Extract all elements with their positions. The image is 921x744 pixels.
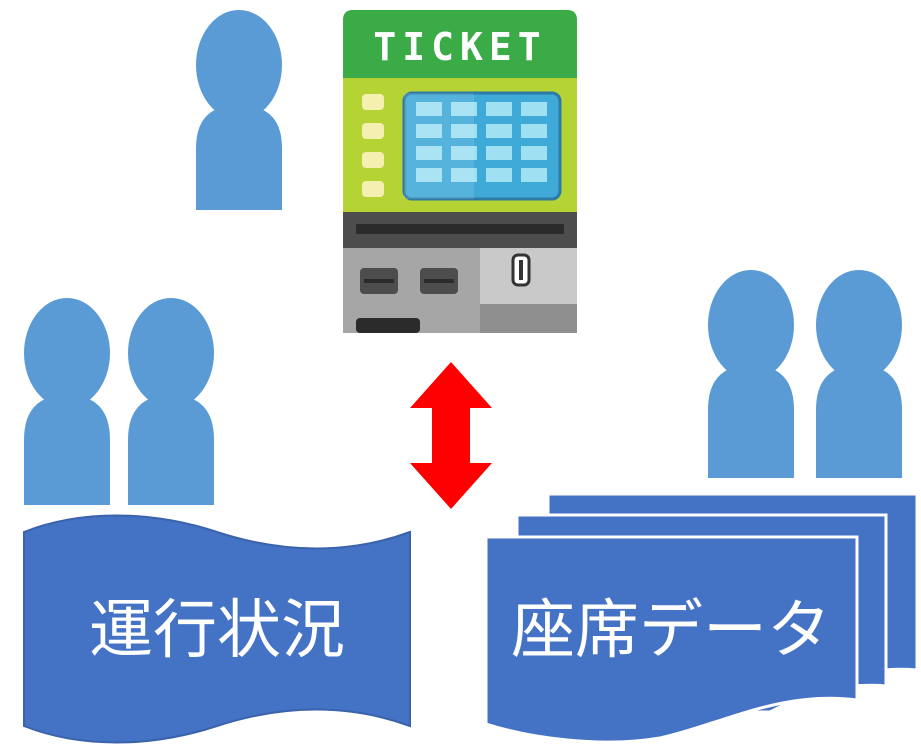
person-icon-top [196, 10, 282, 210]
person-icon-right-1 [708, 270, 794, 478]
operation-status-banner: 運行状況 [23, 514, 411, 744]
ticket-header-label: TICKET [373, 25, 546, 69]
operation-status-label: 運行状況 [89, 594, 345, 668]
person-icon-right-2 [816, 270, 902, 478]
ticket-machine-icon: TICKET [343, 10, 577, 333]
machine-button [362, 123, 384, 139]
person-icon-left-2 [128, 298, 214, 505]
machine-button [362, 152, 384, 168]
seat-data-documents: 座席データ [484, 492, 919, 744]
machine-button [362, 181, 384, 197]
machine-button [362, 94, 384, 110]
person-icon-left-1 [24, 298, 110, 505]
double-arrow [410, 362, 492, 509]
screen-tiles [416, 102, 547, 182]
seat-data-label: 座席データ [511, 594, 831, 668]
